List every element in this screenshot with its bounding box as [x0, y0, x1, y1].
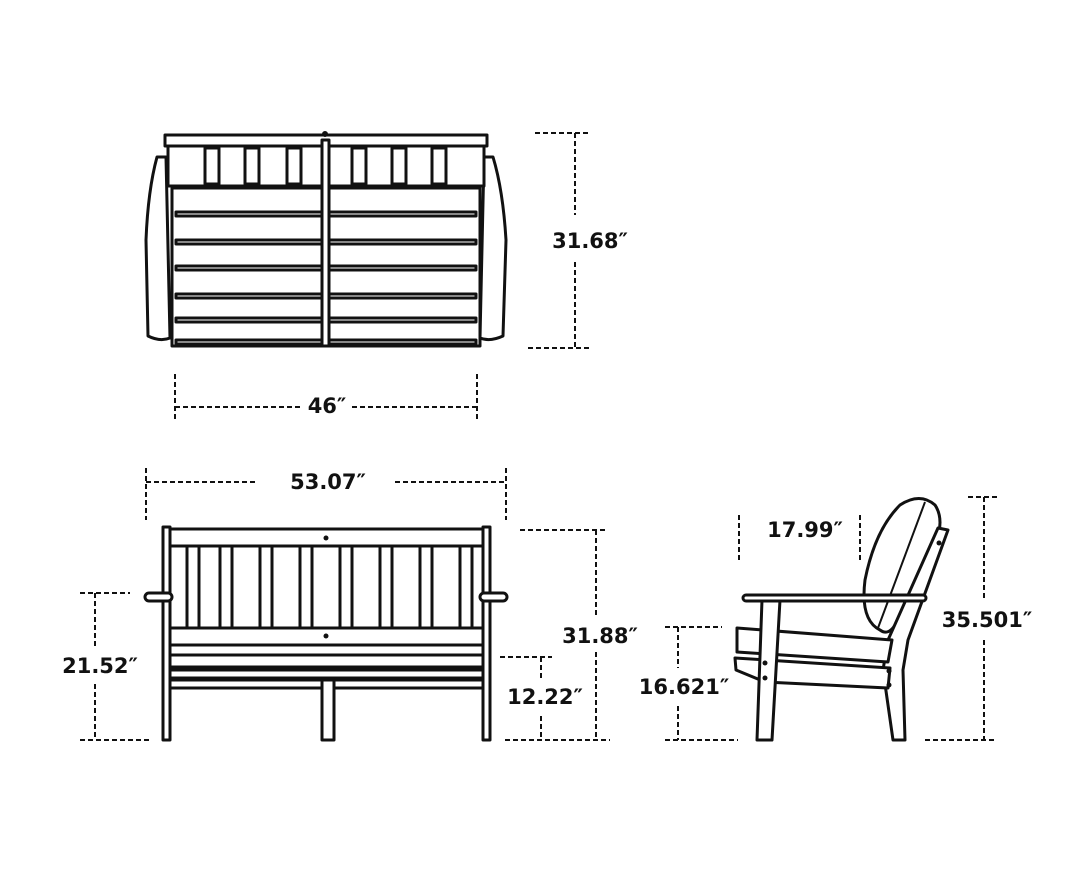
- top-view-drawing: [144, 131, 508, 348]
- front-width-label: 53.07″: [290, 470, 366, 494]
- center-leg: [320, 678, 336, 742]
- arm-height-label: 21.52″: [62, 654, 138, 678]
- front-back-slat: [458, 544, 474, 630]
- seat-depth-dimension: 17.99″: [738, 515, 861, 560]
- front-back-slat: [218, 544, 234, 630]
- seat-height-label: 12.22″: [507, 685, 583, 709]
- side-height-label: 35.501″: [942, 608, 1032, 632]
- seat-depth-label: 17.99″: [767, 518, 843, 542]
- back-slat-gap: [390, 146, 408, 186]
- front-back-slat: [338, 544, 354, 630]
- arm-height-dimension: 21.52″: [62, 592, 152, 741]
- front-leg: [755, 598, 782, 742]
- center-support: [320, 138, 331, 348]
- top-height-dimension: 31.68″: [528, 132, 628, 349]
- back-slat-gap: [430, 146, 448, 186]
- front-back-slat: [418, 544, 434, 630]
- front-width-dimension: 53.07″: [145, 468, 507, 520]
- seat-height-dimension: 12.22″: [500, 656, 583, 740]
- side-view-drawing: [733, 497, 950, 742]
- side-seat-height-label: 16.621″: [639, 675, 729, 699]
- top-width-label: 46″: [308, 394, 347, 418]
- front-height-dimension: 31.88″: [505, 529, 638, 741]
- front-back-slat: [298, 544, 314, 630]
- side-seat-height-dimension: 16.621″: [639, 626, 738, 741]
- back-slat-gap: [203, 146, 221, 186]
- side-height-dimension: 35.501″: [925, 496, 1032, 741]
- front-height-label: 31.88″: [562, 624, 638, 648]
- back-slat-gap: [243, 146, 261, 186]
- back-slat-gap: [285, 146, 303, 186]
- left-arm-top: [144, 155, 172, 342]
- right-arm-front: [478, 591, 509, 603]
- front-back-slat: [378, 544, 394, 630]
- top-width-dimension: 46″: [174, 374, 478, 420]
- left-arm-front: [143, 591, 174, 603]
- right-arm-top: [478, 155, 508, 342]
- front-back-slat: [185, 544, 201, 630]
- back-slat-gap: [350, 146, 368, 186]
- armrest-side: [741, 593, 928, 603]
- front-view-drawing: [143, 525, 509, 742]
- top-height-label: 31.68″: [552, 229, 628, 253]
- front-back-slat: [258, 544, 274, 630]
